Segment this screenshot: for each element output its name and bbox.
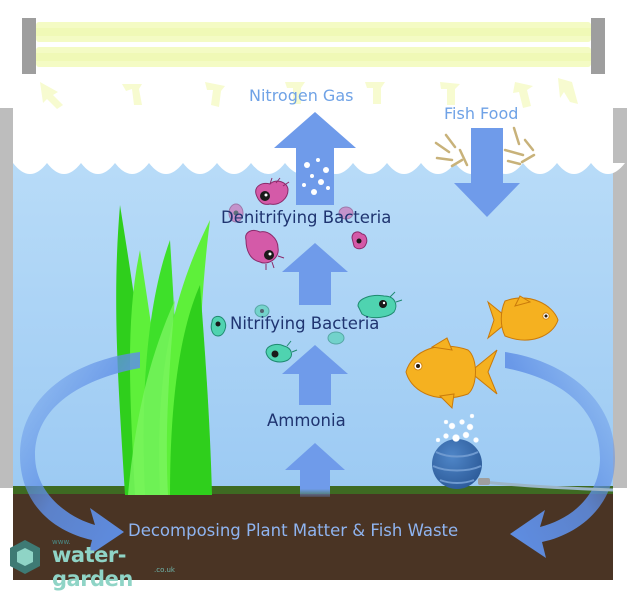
brand-name: water-garden: [52, 543, 133, 591]
fish-food-label: Fish Food: [444, 104, 519, 123]
nitrifying-bacteria-label: Nitrifying Bacteria: [230, 314, 380, 333]
up-arrow-nitrogen: [274, 112, 356, 205]
denitrifying-bacteria-label: Denitrifying Bacteria: [221, 208, 392, 227]
tank-wall-left: [0, 108, 13, 488]
bacteria-icon: [255, 177, 290, 205]
bacteria-icon: [357, 291, 403, 319]
brand-www: www.: [52, 538, 71, 546]
decomposing-label: Decomposing Plant Matter & Fish Waste: [128, 521, 459, 540]
ammonia-label: Ammonia: [267, 411, 346, 430]
up-arrow-nitrify: [282, 345, 348, 405]
up-arrow-ammonia: [285, 443, 345, 497]
right-cycle-arrow: [505, 352, 615, 558]
gas-bubbles-icon: [302, 158, 330, 195]
fish-food-arrow: [454, 128, 520, 217]
bacteria-icon: [210, 315, 227, 337]
fish-icon: [405, 337, 498, 410]
bacteria-icon: [265, 340, 298, 363]
light-rays: [40, 78, 578, 109]
bacteria-icon: [245, 229, 285, 270]
gas-bubbles-icon: [435, 413, 479, 443]
tank-wall-right: [613, 108, 627, 488]
bacteria-icon: [254, 304, 345, 345]
logo-hexagon-icon: [10, 540, 40, 574]
bacteria-icon: [351, 231, 368, 250]
air-stone-icon: [432, 439, 614, 492]
left-cycle-arrow: [20, 352, 140, 556]
fish-icon: [486, 295, 559, 341]
lamp-icon: [22, 18, 605, 74]
food-flakes-icon: [434, 126, 536, 168]
brand-tld: .co.uk: [154, 566, 175, 574]
plant-icon: [116, 205, 212, 495]
bacteria-icon: [228, 203, 354, 223]
up-arrow-denitrify: [282, 243, 348, 305]
nitrogen-gas-label: Nitrogen Gas: [249, 86, 354, 105]
brand-logo: www. water-garden .co.uk: [8, 538, 198, 591]
